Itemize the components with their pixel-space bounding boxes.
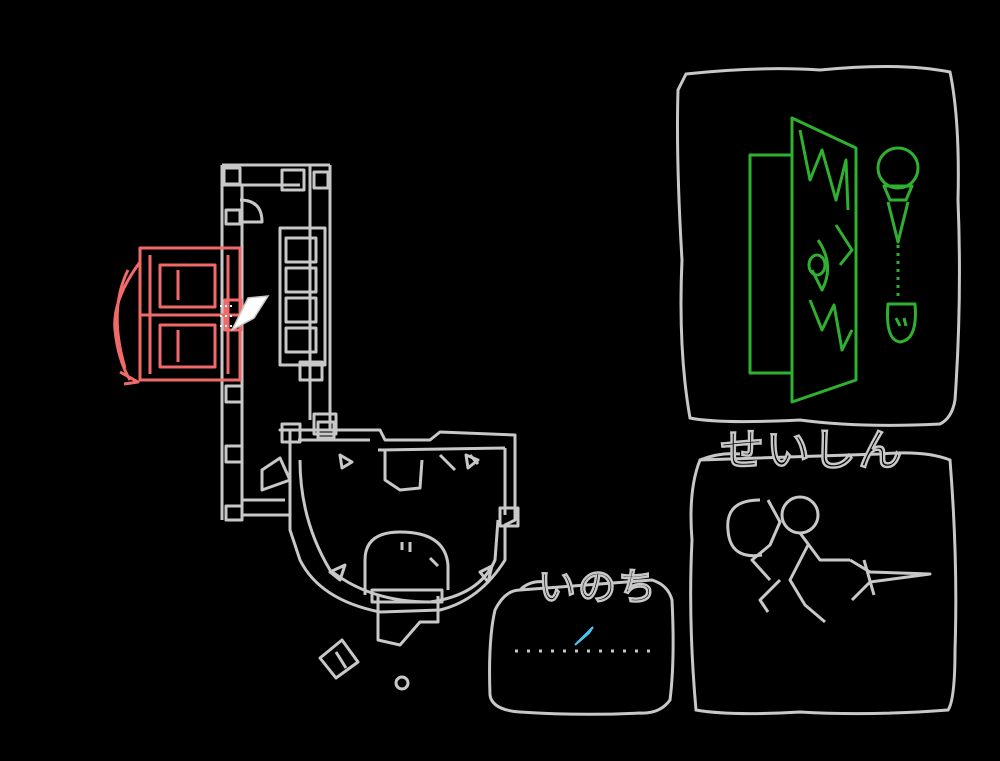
warrior-sword-icon <box>726 495 932 624</box>
life-label: いのち <box>538 565 658 609</box>
dungeon-map-icon <box>220 163 520 691</box>
current-room-icon <box>113 246 243 386</box>
spirit-label: せいしん <box>720 425 904 476</box>
player-marker-icon <box>220 295 270 332</box>
door-and-key-icon <box>748 116 920 404</box>
spirit-panel: せいしん <box>689 424 958 716</box>
life-gauge-cursor-icon <box>574 626 594 646</box>
item-panel <box>676 64 961 427</box>
life-gauge <box>515 626 655 653</box>
life-panel: いのち <box>488 564 675 716</box>
